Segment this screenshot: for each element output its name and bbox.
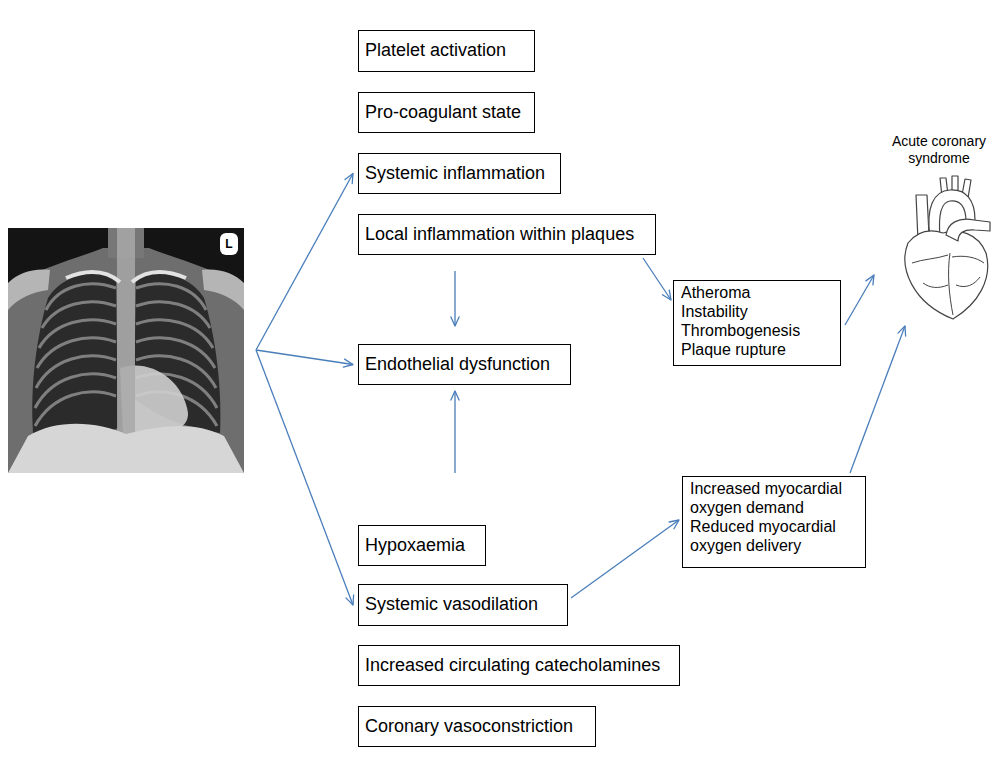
chest-xray-part-part xyxy=(42,302,116,328)
chest-xray-part xyxy=(32,273,118,438)
heart-drawing-part-part xyxy=(956,277,980,287)
figure-title: Acute coronary syndrome xyxy=(883,133,995,167)
chest-xray-part xyxy=(66,272,120,282)
chest-xray-part-part xyxy=(37,338,116,368)
box-text: Systemic vasodilation xyxy=(365,594,538,616)
heart-drawing-part-part xyxy=(912,255,948,263)
chest-xray-part xyxy=(8,424,244,473)
arrow-line xyxy=(256,174,353,351)
flow-arrow xyxy=(643,258,671,300)
flow-arrow xyxy=(451,271,459,326)
chest-xray-part-part xyxy=(39,320,116,348)
process-box: Endothelial dysfunction xyxy=(358,344,571,385)
flow-arrow xyxy=(256,350,354,605)
side-marker: L xyxy=(220,233,238,255)
heart-drawing-part-part xyxy=(946,219,990,241)
process-box: Coronary vasoconstriction xyxy=(358,706,596,747)
box-text: Increased myocardial oxygen demand Reduc… xyxy=(690,480,856,556)
box-text: Local inflammation within plaques xyxy=(365,224,634,246)
process-box: Increased circulating catecholamines xyxy=(358,645,680,686)
process-box: Hypoxaemia xyxy=(358,525,486,566)
flow-arrow xyxy=(451,391,459,473)
arrow-line xyxy=(850,326,905,473)
flow-arrow xyxy=(256,350,353,367)
arrow-head xyxy=(451,317,459,326)
heart-drawing-part-part xyxy=(905,231,988,319)
chest-xray-part xyxy=(8,228,244,473)
arrow-head xyxy=(866,275,874,285)
box-text: Pro-coagulant state xyxy=(365,102,521,124)
flow-arrow xyxy=(850,326,906,473)
arrow-head xyxy=(343,359,353,367)
box-text: Platelet activation xyxy=(365,40,506,62)
heart-drawing-part-part xyxy=(952,256,984,263)
chest-xray-part xyxy=(202,270,244,310)
arrow-line xyxy=(454,271,455,326)
heart-drawing xyxy=(878,173,1000,323)
box-text: Endothelial dysfunction xyxy=(365,354,550,376)
chest-xray xyxy=(8,228,244,473)
chest-xray-part-part xyxy=(136,284,206,310)
chest-xray-part-part xyxy=(136,320,213,348)
heart-drawing-part-part xyxy=(923,283,948,287)
chest-xray-part xyxy=(132,272,186,282)
heart-figure: Acute coronary syndrome xyxy=(878,133,1000,323)
arrow-line xyxy=(256,350,353,365)
arrow-head xyxy=(663,290,672,300)
arrow-line xyxy=(256,350,353,605)
heart-drawing-part-part xyxy=(949,253,953,315)
arrow-line xyxy=(845,275,874,325)
box-text: Increased circulating catecholamines xyxy=(365,655,660,677)
box-text: Hypoxaemia xyxy=(365,535,465,557)
chest-xray-part-part xyxy=(35,392,116,426)
chest-xray-part-part xyxy=(136,338,215,368)
heart-drawing-part xyxy=(912,253,984,315)
box-text: Coronary vasoconstriction xyxy=(365,716,573,738)
chest-xray-part-part xyxy=(36,356,116,388)
arrow-head xyxy=(345,174,353,184)
arrow-line xyxy=(454,391,455,473)
arrow-head xyxy=(346,595,354,605)
process-box: Pro-coagulant state xyxy=(358,92,535,133)
flow-arrow xyxy=(256,174,353,351)
outcome-box: Atheroma Instability Thrombogenesis Plaq… xyxy=(673,280,841,366)
box-text: Atheroma Instability Thrombogenesis Plaq… xyxy=(681,284,800,360)
flow-arrow xyxy=(571,520,679,598)
outcome-box: Increased myocardial oxygen demand Reduc… xyxy=(682,476,866,568)
arrow-line xyxy=(643,258,671,300)
process-box: Platelet activation xyxy=(358,30,535,72)
box-text: Systemic inflammation xyxy=(365,163,545,185)
chest-xray-part-part xyxy=(46,284,116,310)
heart-drawing-part xyxy=(905,176,990,319)
arrow-head xyxy=(451,391,459,400)
arrow-head xyxy=(669,520,679,529)
flow-arrow xyxy=(845,275,874,325)
arrow-line xyxy=(571,520,679,598)
process-box: Local inflammation within plaques xyxy=(358,214,656,255)
chest-xray-image: L xyxy=(8,228,244,473)
chest-xray-part xyxy=(8,270,50,310)
chest-xray-part-part xyxy=(35,374,116,408)
process-box: Systemic inflammation xyxy=(358,153,561,194)
arrow-head xyxy=(898,326,906,336)
chest-xray-part-part xyxy=(136,302,210,328)
process-box: Systemic vasodilation xyxy=(358,584,568,626)
